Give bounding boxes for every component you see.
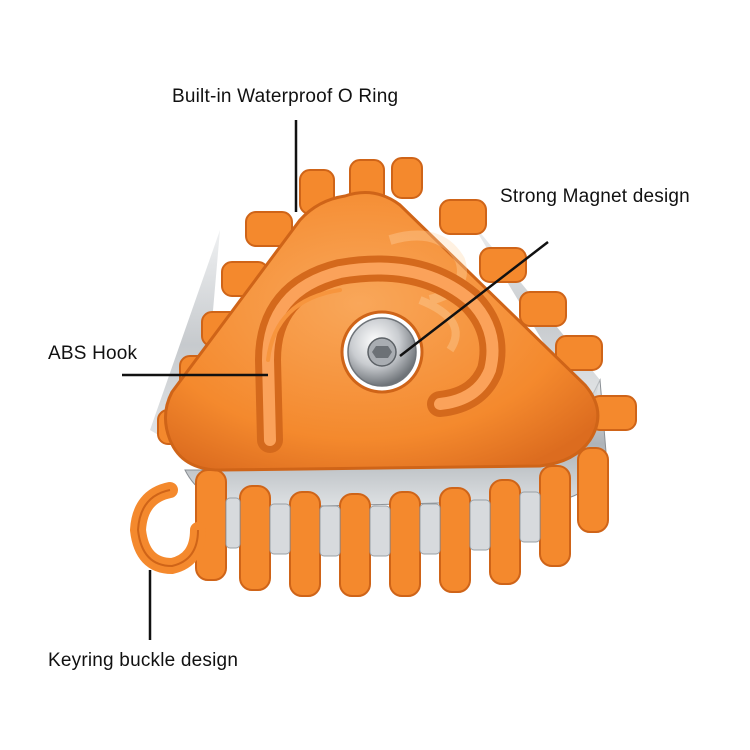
hook-callout-label: ABS Hook [48, 343, 138, 364]
magnet [340, 310, 424, 394]
led-windows [225, 491, 541, 557]
magnet-callout-label: Strong Magnet design [500, 186, 690, 207]
magnet-leader-line [399, 241, 549, 357]
keyring-callout-label: Keyring buckle design [48, 650, 239, 671]
abs-hook [254, 255, 506, 453]
keyring-buckle [129, 482, 206, 575]
oring-callout-label: Built-in Waterproof O Ring [172, 86, 399, 107]
callout-lines [122, 120, 549, 640]
